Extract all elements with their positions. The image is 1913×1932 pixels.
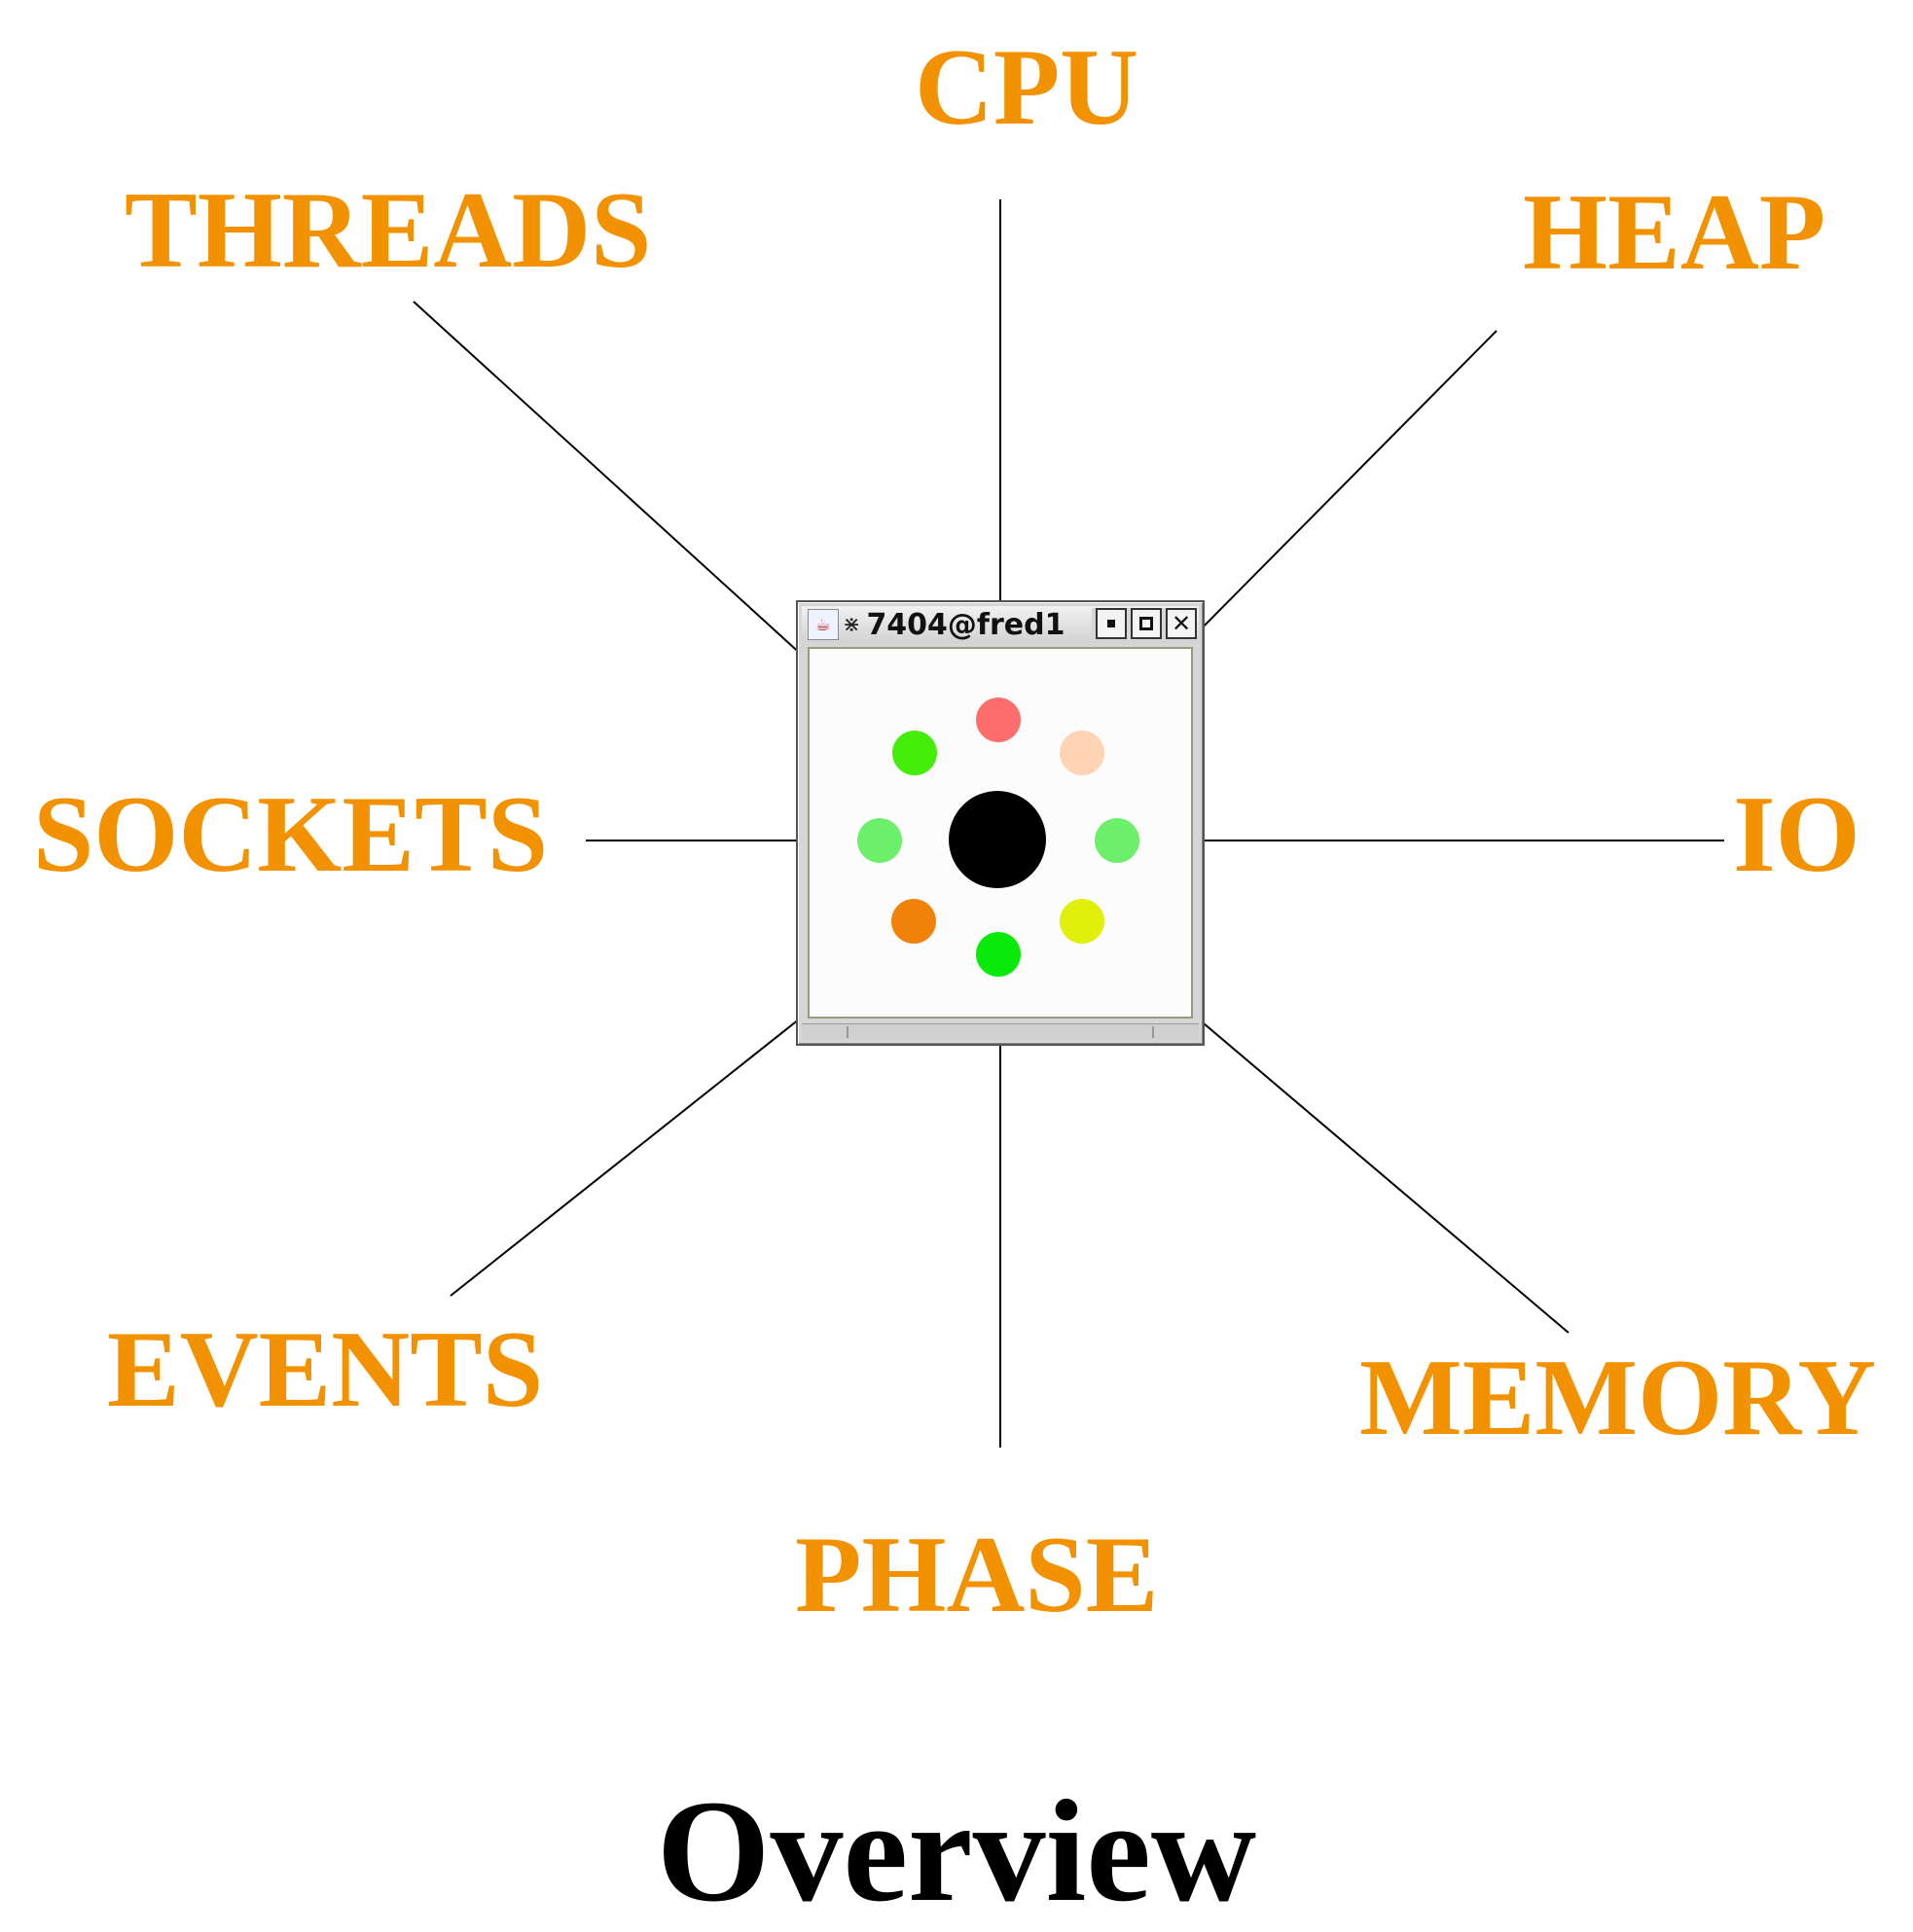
phase-indicator: [976, 932, 1021, 977]
close-button[interactable]: ✕: [1166, 608, 1197, 639]
window-titlebar[interactable]: ☕ ⋇ 7404@fred1 ✕: [802, 606, 1199, 643]
window-statusbar: [802, 1023, 1199, 1040]
pin-icon[interactable]: ⋇: [843, 612, 861, 637]
minimize-icon: [1107, 620, 1115, 627]
heap-indicator: [1060, 731, 1104, 775]
minimize-button[interactable]: [1096, 608, 1127, 639]
io-label: IO: [1733, 774, 1860, 895]
window-controls: ✕: [1092, 608, 1197, 639]
io-indicator: [1095, 818, 1139, 863]
cpu-indicator: [976, 698, 1021, 742]
threads-indicator: [892, 731, 937, 775]
phase-label: PHASE: [795, 1515, 1159, 1635]
sockets-label: SOCKETS: [33, 774, 549, 895]
maximize-button[interactable]: [1131, 608, 1162, 639]
events-indicator: [891, 899, 936, 944]
center-indicator: [949, 791, 1046, 888]
statusbar-divider: [847, 1026, 848, 1038]
threads-label: THREADS: [125, 170, 652, 291]
window-title: 7404@fred1: [866, 607, 1065, 642]
java-cup-icon[interactable]: ☕: [808, 609, 839, 640]
close-icon: ✕: [1171, 610, 1192, 637]
overview-title: Overview: [656, 1771, 1257, 1932]
events-label: EVENTS: [107, 1309, 544, 1430]
sockets-indicator: [857, 818, 902, 863]
memory-label: MEMORY: [1359, 1338, 1877, 1458]
cpu-label: CPU: [915, 27, 1139, 148]
heap-label: HEAP: [1523, 172, 1826, 293]
memory-indicator: [1060, 899, 1104, 944]
statusbar-divider: [1152, 1026, 1154, 1038]
maximize-icon: [1139, 617, 1153, 630]
